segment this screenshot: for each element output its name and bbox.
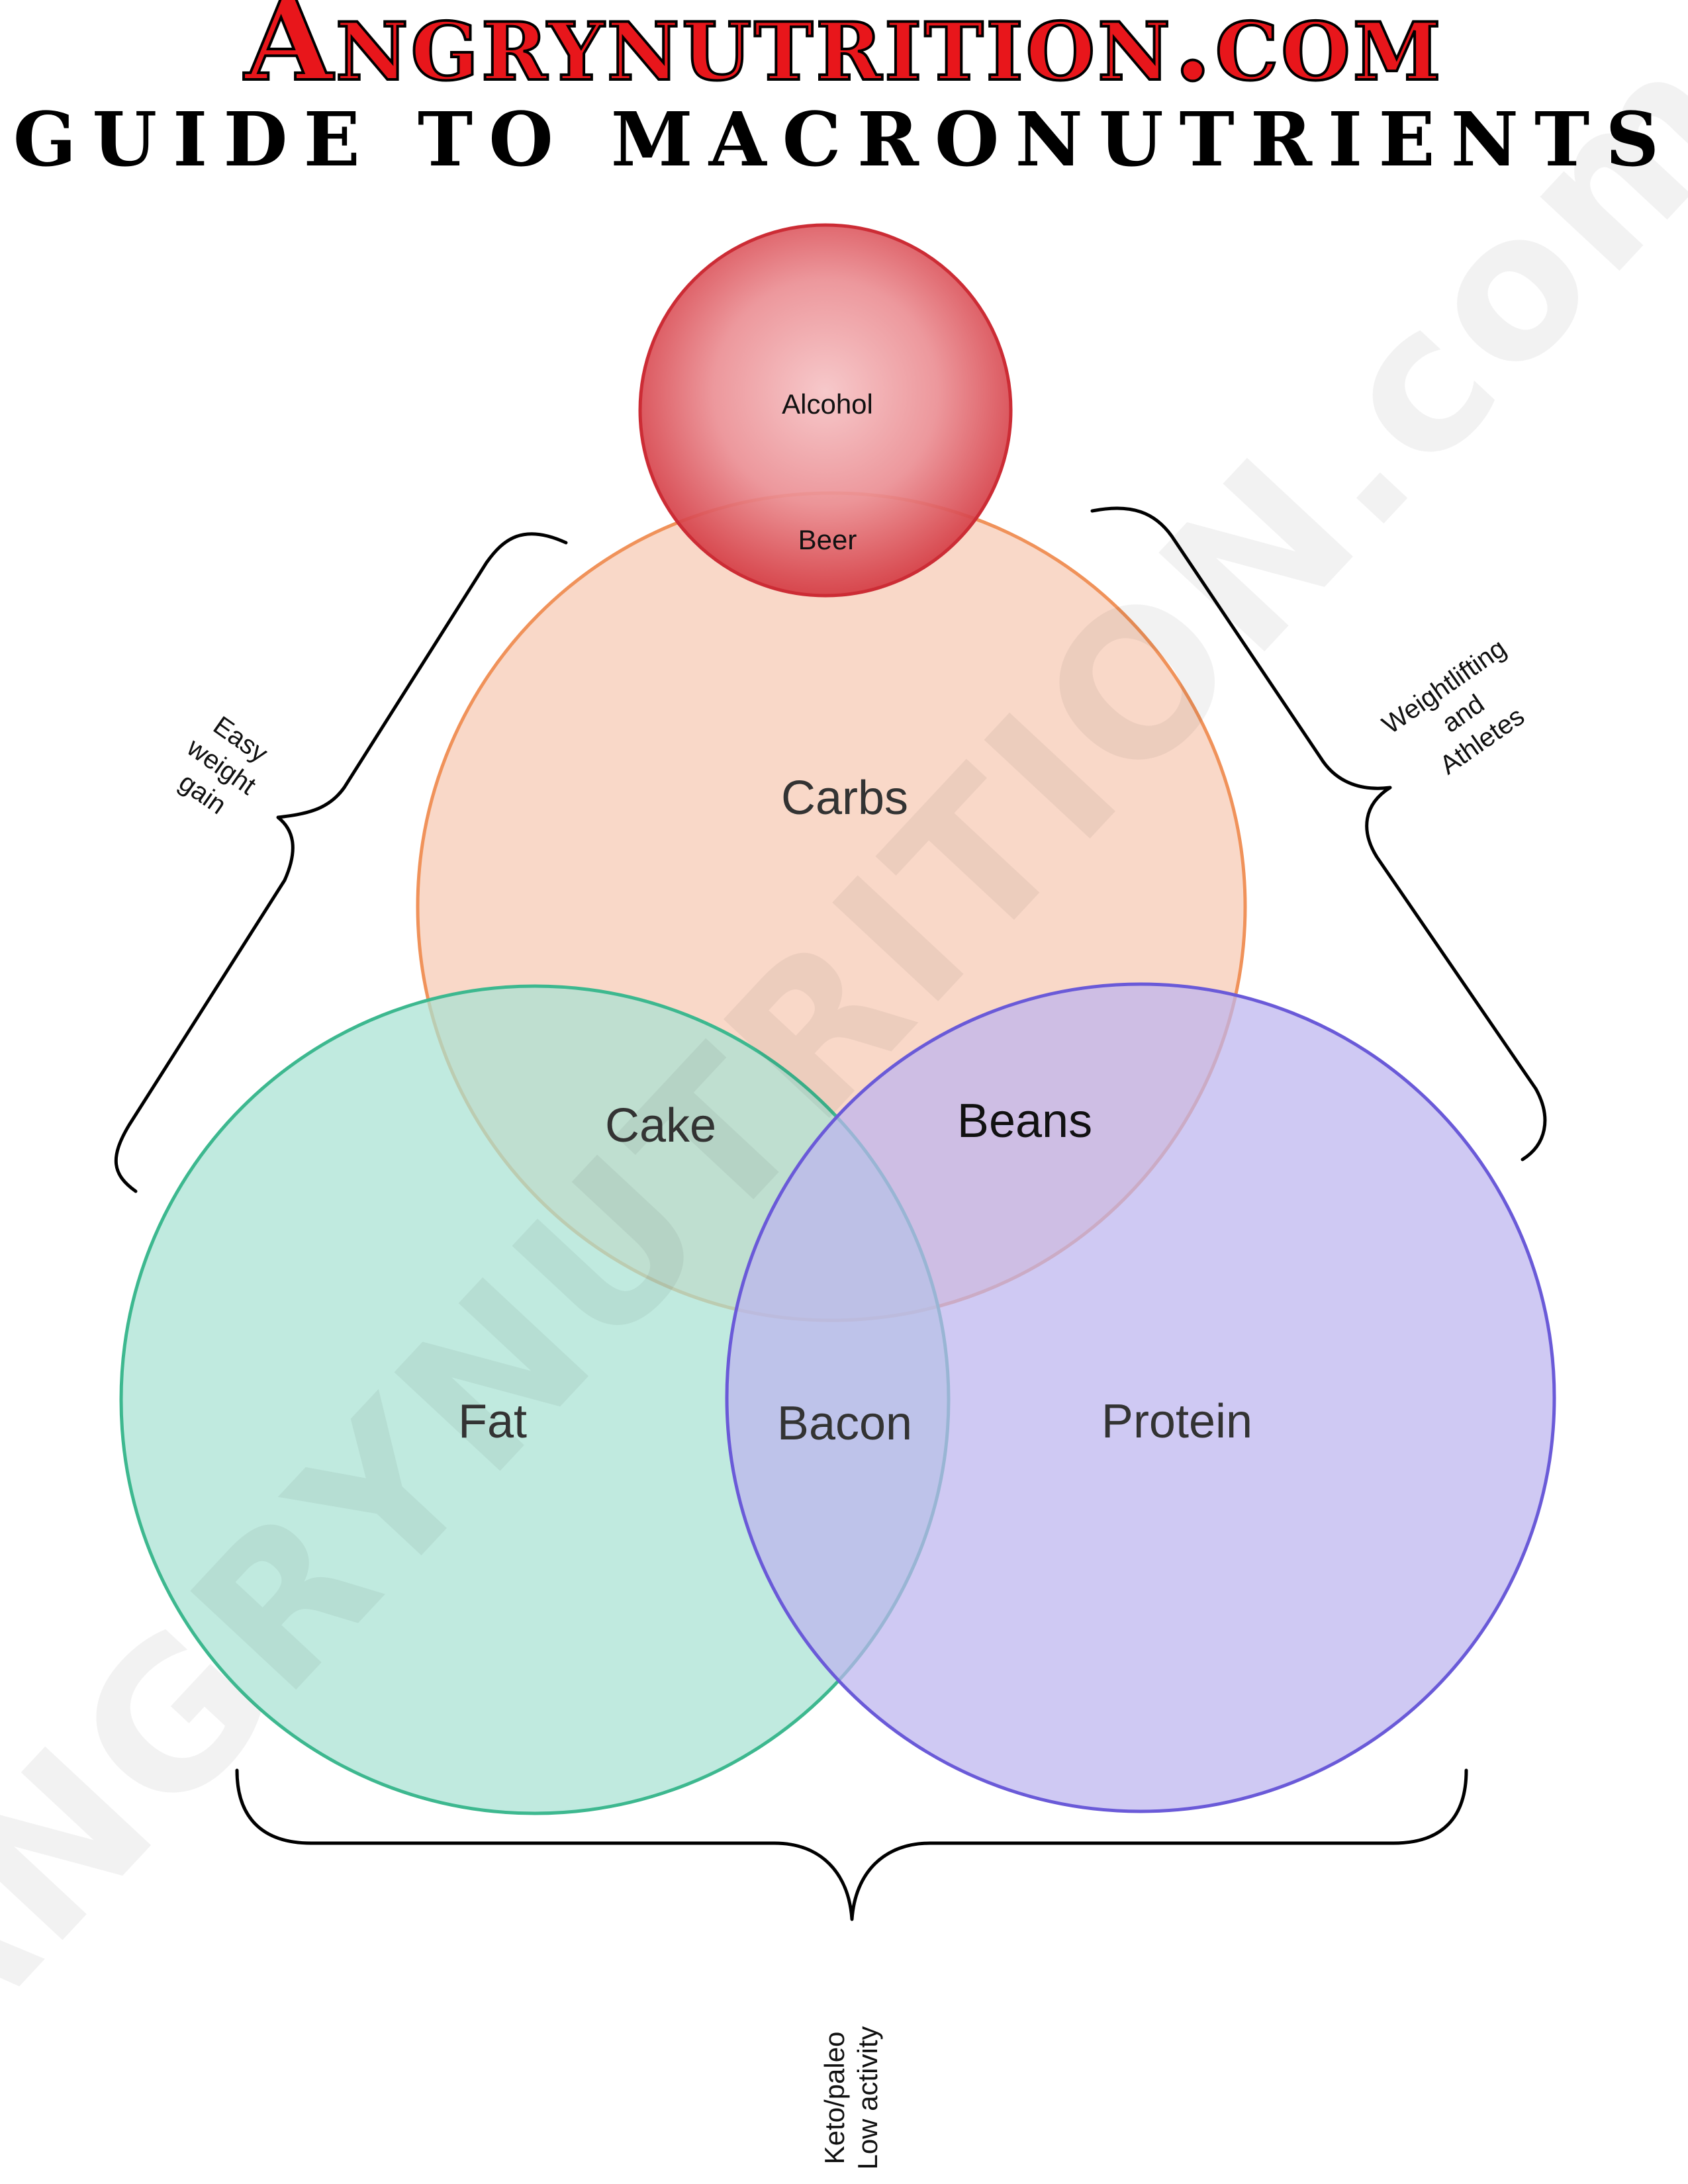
alcohol-circle xyxy=(638,223,1013,598)
right-brace xyxy=(1090,506,1547,1161)
left-brace xyxy=(114,532,568,1193)
carbs-label: Carbs xyxy=(781,772,908,825)
protein-circle xyxy=(725,982,1556,1813)
protein-label: Protein xyxy=(1102,1395,1252,1448)
site-title: Angrynutrition.com xyxy=(243,0,1443,107)
guide-title: GUIDE TO MACRONUTRIENTS xyxy=(13,97,1675,183)
cake-label: Cake xyxy=(605,1099,716,1152)
svg-text:Low activity: Low activity xyxy=(852,2026,883,2169)
svg-text:Keto/paleo: Keto/paleo xyxy=(819,2032,850,2165)
fat-label: Fat xyxy=(458,1395,527,1448)
right-brace-label: Weightlifting and Athletes xyxy=(1377,633,1530,780)
bottom-brace-label: Keto/paleo Low activity xyxy=(819,2026,883,2169)
left-brace-label: Easy weight gain xyxy=(173,711,273,820)
beer-label: Beer xyxy=(798,524,857,555)
beans-label: Beans xyxy=(957,1095,1092,1148)
alcohol-label: Alcohol xyxy=(782,388,873,420)
bacon-label: Bacon xyxy=(777,1397,912,1450)
bottom-brace xyxy=(235,1768,1468,1921)
